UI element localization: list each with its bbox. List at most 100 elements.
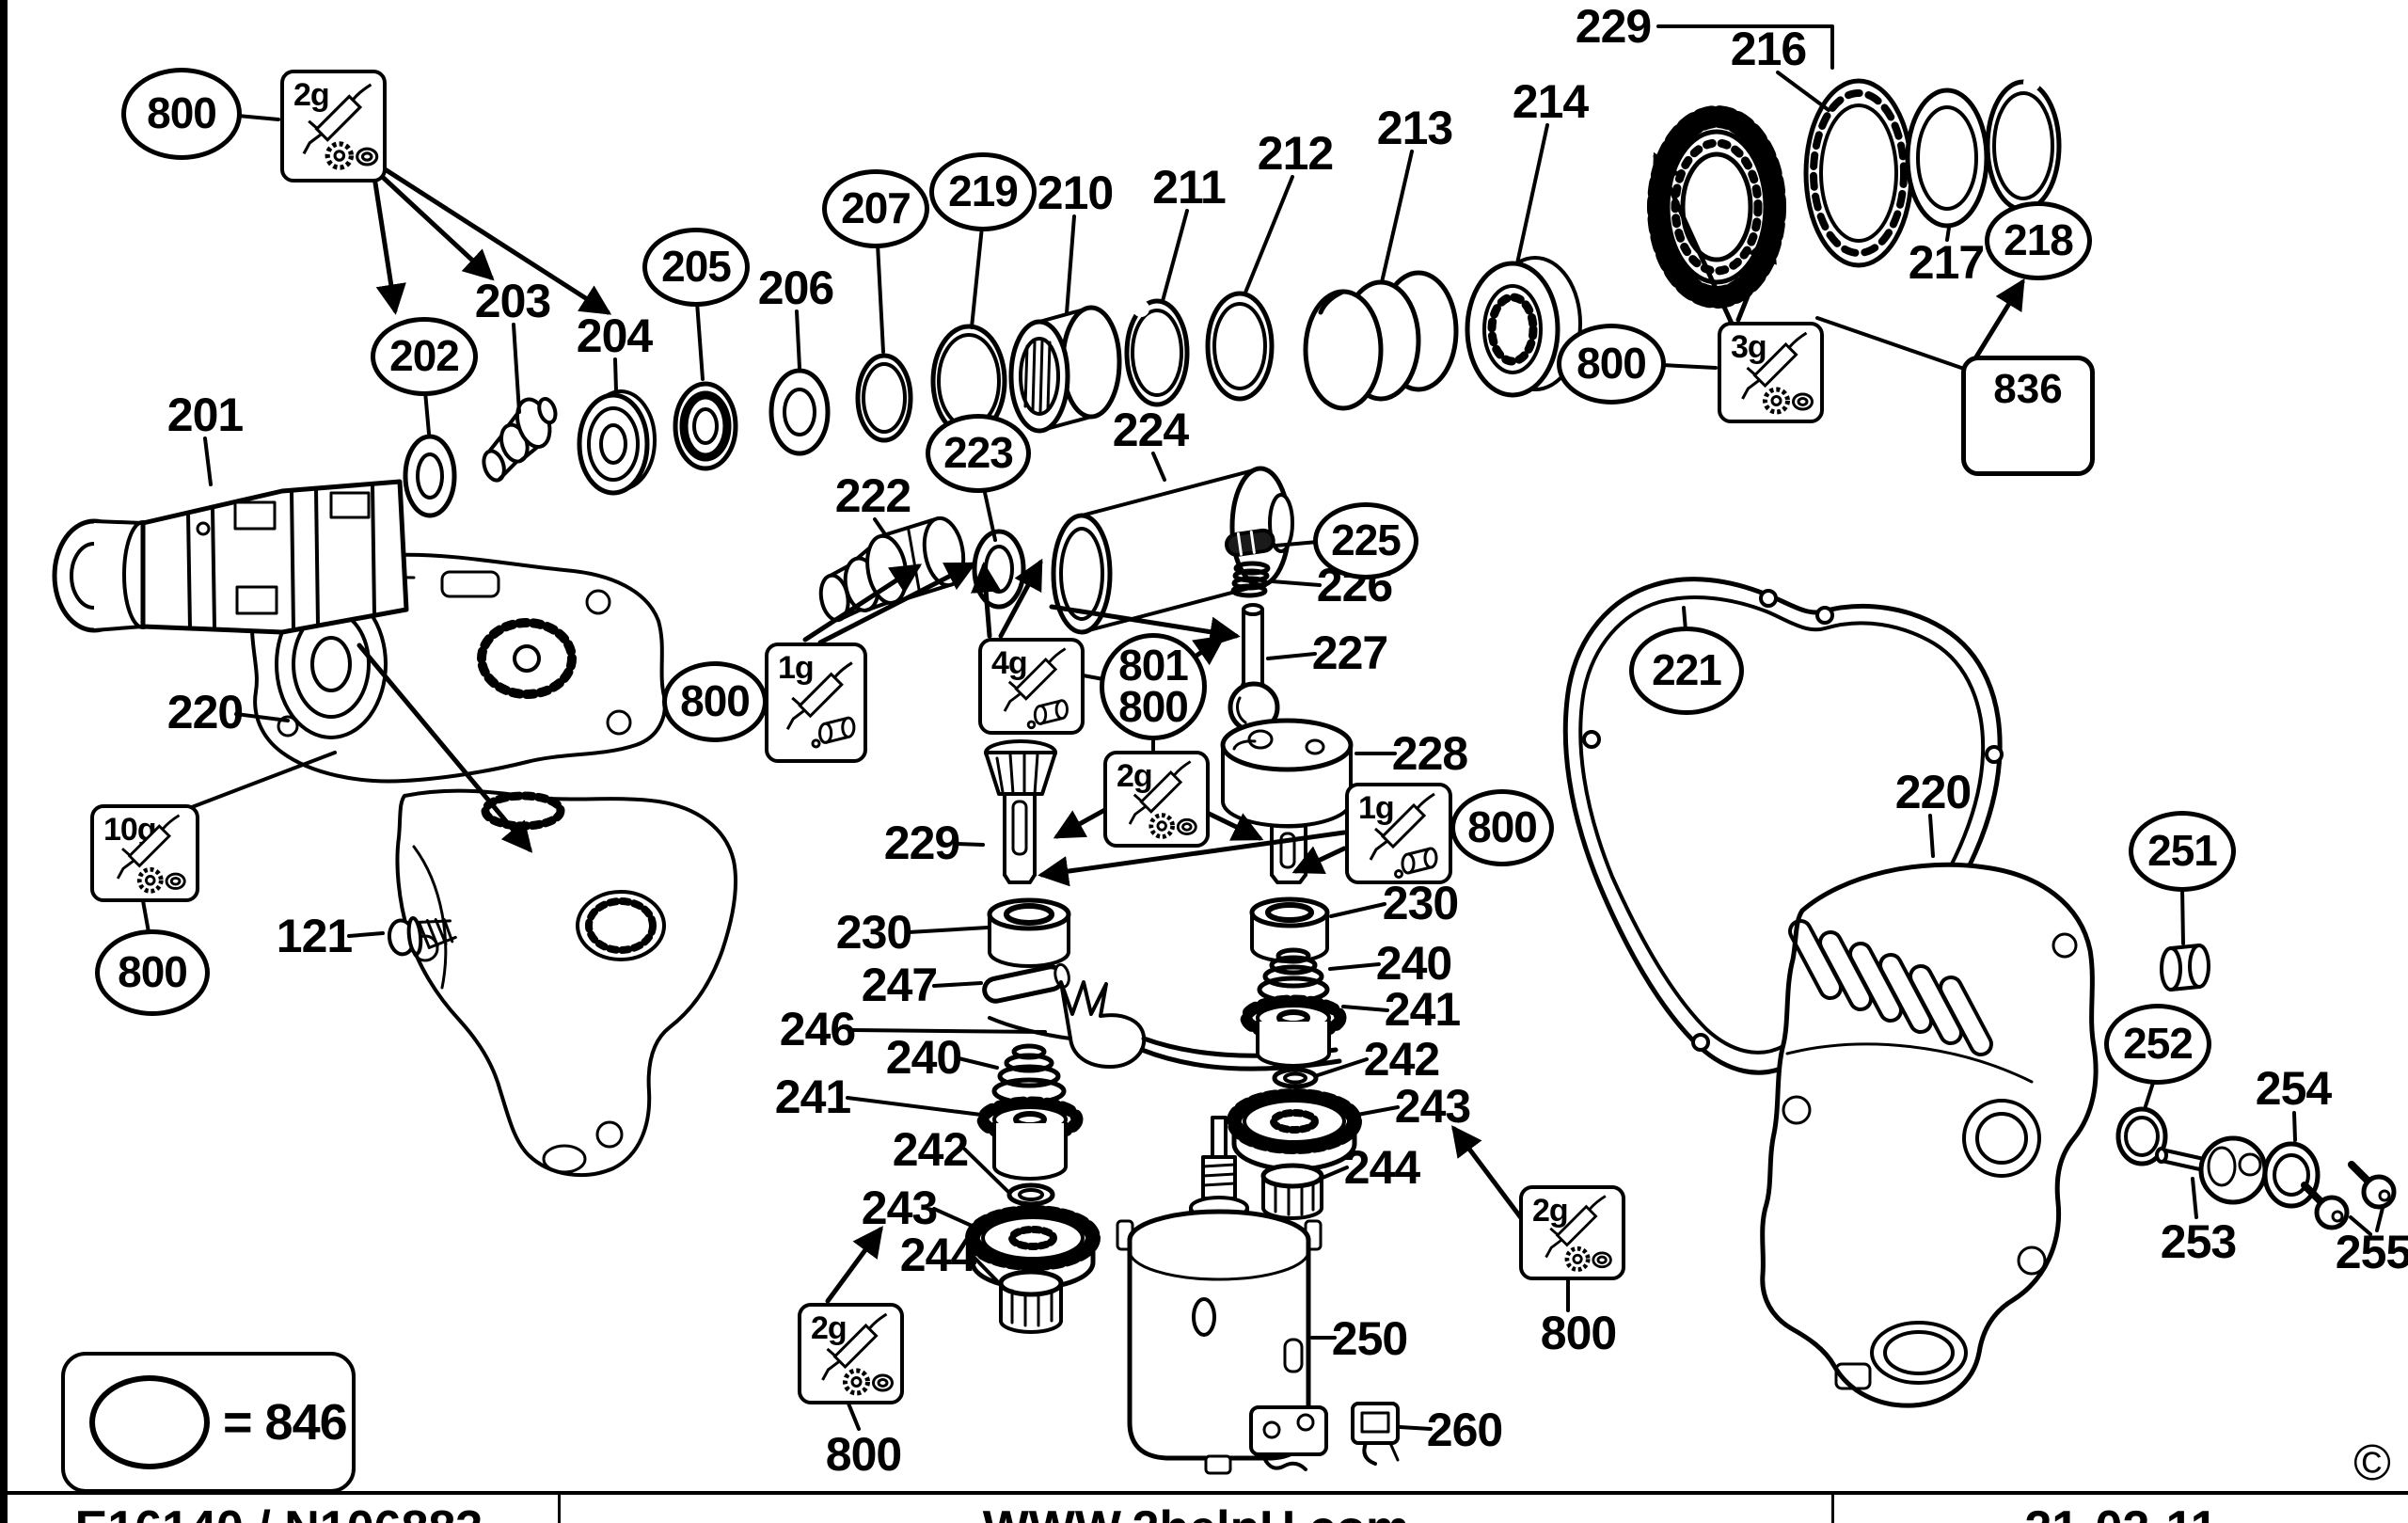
grease-box-2g-center: 2g bbox=[1103, 751, 1210, 848]
part-213-spring bbox=[1303, 270, 1459, 411]
callout-225: 225 bbox=[1313, 502, 1418, 579]
part-203-spindle-piece bbox=[482, 397, 558, 483]
part-227-striker-shaft bbox=[1228, 603, 1280, 734]
grease-gun-icon bbox=[1349, 786, 1449, 880]
label-217: 217 bbox=[1908, 236, 1985, 289]
grease-box-1g-center: 1g bbox=[765, 643, 867, 763]
callout-205: 205 bbox=[642, 228, 750, 307]
footer-date: 21-02-11 bbox=[1834, 1495, 2408, 1523]
label-210: 210 bbox=[1037, 167, 1114, 219]
part-225-pin bbox=[1224, 528, 1275, 557]
label-254: 254 bbox=[2255, 1062, 2332, 1115]
label-800-bottom-left: 800 bbox=[825, 1428, 902, 1481]
label-121: 121 bbox=[276, 910, 353, 962]
part-230-bearing-right bbox=[1249, 896, 1330, 963]
legend-text: = 846 bbox=[223, 1394, 348, 1451]
part-218-snap-ring bbox=[1985, 74, 2062, 213]
callout-800-top-left: 800 bbox=[121, 68, 242, 160]
label-230-left: 230 bbox=[835, 906, 912, 959]
callout-252: 252 bbox=[2104, 1004, 2211, 1085]
callout-800-3g: 800 bbox=[1557, 324, 1666, 405]
part-241-clutch-left bbox=[976, 1096, 1084, 1181]
label-255: 255 bbox=[2335, 1226, 2408, 1278]
label-204: 204 bbox=[576, 309, 653, 362]
part-244-ring-left bbox=[998, 1269, 1064, 1334]
label-244-left: 244 bbox=[899, 1229, 976, 1281]
label-243-right: 243 bbox=[1394, 1080, 1471, 1133]
legend-ellipse-symbol bbox=[89, 1375, 210, 1469]
part-210-needle-bearing bbox=[1008, 305, 1122, 434]
grease-box-2g-top-left: 2g bbox=[280, 70, 387, 182]
footer-website: WWW.2helpU.com bbox=[558, 1495, 1834, 1523]
callout-223: 223 bbox=[926, 414, 1031, 493]
part-201-toolholder bbox=[52, 479, 409, 635]
grease-gun-icon bbox=[1107, 754, 1206, 844]
callout-218: 218 bbox=[1985, 201, 2092, 280]
callout-251: 251 bbox=[2129, 811, 2236, 892]
grease-box-2g-top-left-amount: 2g bbox=[293, 77, 330, 113]
grease-gun-icon bbox=[982, 642, 1081, 731]
label-203: 203 bbox=[474, 275, 551, 327]
label-229-mid: 229 bbox=[883, 817, 960, 869]
part-229-spindle-gear bbox=[984, 739, 1057, 884]
label-222: 222 bbox=[834, 469, 911, 522]
part-243-gear-left bbox=[965, 1205, 1101, 1291]
grease-box-1g-right: 1g bbox=[1345, 783, 1452, 884]
part-254-washer bbox=[2262, 1141, 2321, 1209]
label-212: 212 bbox=[1257, 127, 1334, 180]
grease-gun-icon bbox=[94, 808, 196, 898]
label-240-left: 240 bbox=[885, 1031, 962, 1084]
callout-801-800-line-1: 800 bbox=[1118, 682, 1189, 731]
label-230-right: 230 bbox=[1382, 877, 1459, 929]
part-212-ring bbox=[1205, 291, 1275, 402]
label-247: 247 bbox=[861, 959, 938, 1011]
part-121-screw bbox=[387, 916, 457, 957]
label-224: 224 bbox=[1112, 404, 1189, 456]
label-216: 216 bbox=[1730, 23, 1807, 75]
part-217-washer bbox=[1905, 87, 1989, 229]
parts-box-836-label: 836 bbox=[1993, 366, 2063, 412]
label-227: 227 bbox=[1311, 627, 1388, 679]
label-201: 201 bbox=[166, 389, 244, 441]
label-242-left: 242 bbox=[892, 1123, 969, 1176]
label-228: 228 bbox=[1391, 727, 1468, 780]
part-211-circlip bbox=[1124, 298, 1190, 407]
grease-box-4g: 4g bbox=[978, 638, 1085, 735]
part-242-ring-left bbox=[1006, 1182, 1055, 1207]
part-216-bearing bbox=[1803, 78, 1914, 268]
grease-box-1g-center-amount: 1g bbox=[778, 650, 815, 686]
callout-801-800-line-0: 801 bbox=[1118, 641, 1189, 690]
part-204-bearing bbox=[577, 389, 657, 496]
part-243-gear-right bbox=[1227, 1088, 1362, 1172]
callout-221: 221 bbox=[1629, 627, 1744, 715]
grease-gun-icon bbox=[284, 73, 383, 179]
label-206: 206 bbox=[757, 262, 834, 314]
part-247-pin bbox=[982, 962, 1070, 1004]
part-255-screws bbox=[2301, 1161, 2397, 1230]
part-202-washer bbox=[403, 434, 457, 518]
part-226-spring bbox=[1230, 561, 1271, 598]
label-253: 253 bbox=[2160, 1215, 2237, 1268]
label-250: 250 bbox=[1331, 1312, 1408, 1365]
parts-box-836: 836 bbox=[1961, 356, 2095, 476]
label-214: 214 bbox=[1512, 75, 1589, 128]
part-230-bearing-left bbox=[987, 897, 1071, 968]
grease-gun-icon bbox=[801, 1307, 900, 1401]
grease-box-3g-amount: 3g bbox=[1731, 329, 1767, 365]
label-229-top: 229 bbox=[1575, 0, 1652, 53]
grease-box-3g: 3g bbox=[1718, 322, 1824, 423]
callout-800-center-left: 800 bbox=[662, 661, 768, 742]
callout-207: 207 bbox=[822, 169, 929, 248]
part-228-crank-piston bbox=[1220, 718, 1354, 884]
part-244-ring-right bbox=[1260, 1163, 1324, 1220]
part-253-selector-knob bbox=[2155, 1135, 2268, 1205]
grease-gun-icon bbox=[768, 646, 863, 759]
part-205-bearing bbox=[673, 381, 738, 471]
label-246: 246 bbox=[779, 1003, 856, 1055]
arrows bbox=[356, 151, 2025, 1304]
label-220-left: 220 bbox=[166, 686, 244, 738]
label-244-right: 244 bbox=[1343, 1141, 1420, 1194]
label-213: 213 bbox=[1376, 102, 1453, 154]
